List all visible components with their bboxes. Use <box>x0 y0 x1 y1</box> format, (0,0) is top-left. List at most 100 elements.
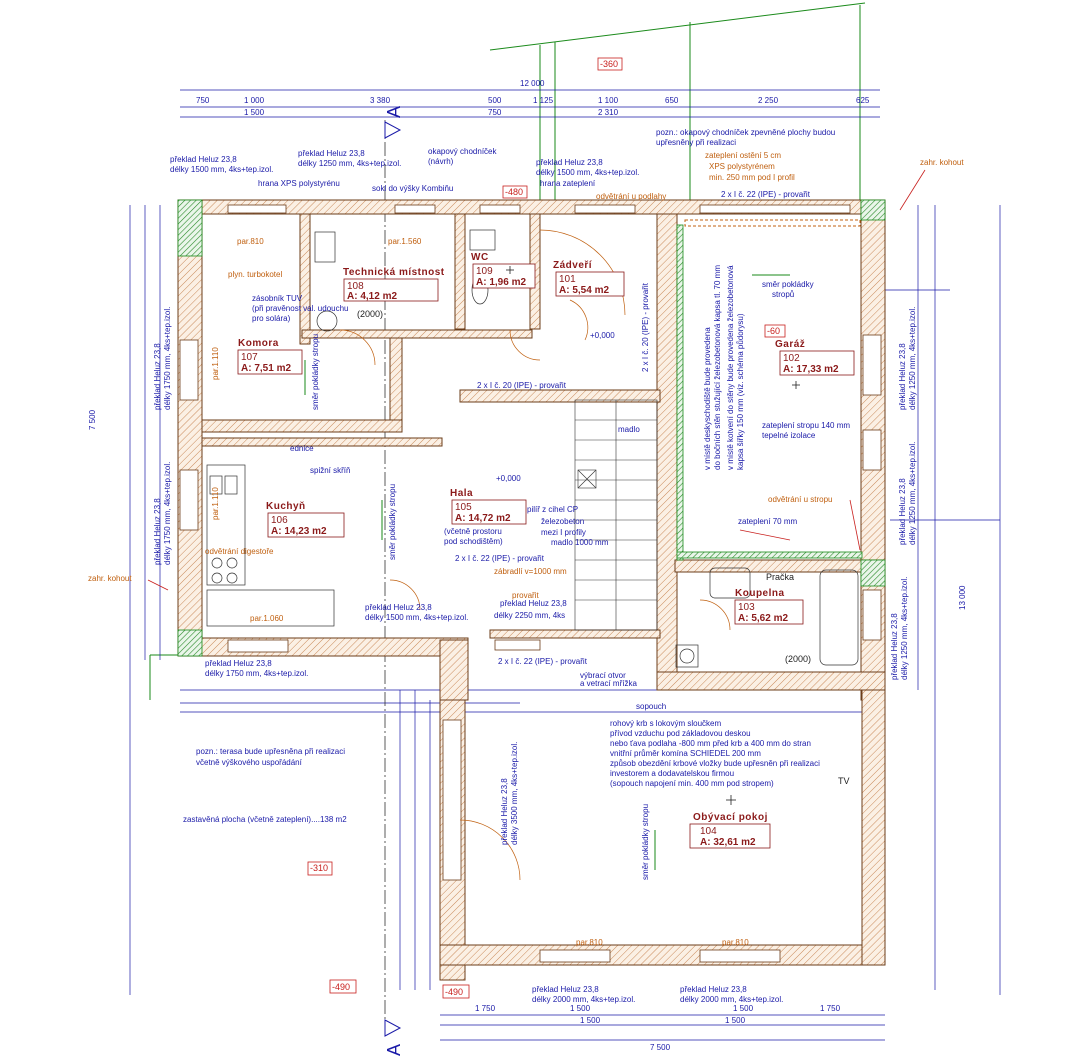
dim-bot-1: 1 750 <box>475 1004 496 1013</box>
note-plyn: plyn. turbokotel <box>228 270 282 279</box>
note-vcetne1: (včetně prostoru <box>444 527 502 536</box>
note-zasobnik2: (při pravěnost val. udouchu <box>252 304 349 313</box>
note-heluz-left1a: překlad Heluz 23,8 <box>153 343 162 410</box>
note-madlo2: madlo 1000 mm <box>551 538 609 547</box>
note-heluz-right3a: překlad Heluz 23,8 <box>890 613 899 680</box>
note-hrana-xps: hrana XPS polystyrénu <box>258 179 340 188</box>
room-area-wc: A: 1,96 m2 <box>476 277 526 288</box>
note-heluz-top3b: délky 1500 mm, 4ks+tep.izol. <box>536 168 639 177</box>
note-pilir2: železobeton <box>541 517 584 526</box>
level-obyvak: -490 <box>445 987 463 997</box>
note-heluz-right1b: délky 1250 mm, 4ks+tep.izol. <box>908 307 917 410</box>
note-zatep-osteni2: XPS polystyrénem <box>709 162 775 171</box>
note-deska2: do bočních stěn stužující železobetonová… <box>713 265 722 470</box>
note-par-1060: par.1.060 <box>250 614 284 623</box>
note-zatep-osteni3: min. 250 mm pod I profil <box>709 173 795 182</box>
dim-bot-r2-1: 1 500 <box>580 1016 601 1025</box>
note-zasobnik1: zásobník TUV <box>252 294 303 303</box>
level-terasa: -490 <box>332 982 350 992</box>
note-terasa1: pozn.: terasa bude upřesněna při realiza… <box>196 747 345 756</box>
dim-top-6: 1 100 <box>598 96 619 105</box>
note-smer-obyvak: směr pokládky stropu <box>641 804 650 880</box>
note-provarit: provařit <box>512 591 539 600</box>
note-zastavena: zastavěná plocha (včetně zateplení)....1… <box>183 815 347 824</box>
note-par-1110: par.1.110 <box>211 347 220 380</box>
note-vcetne2: pod schodištěm) <box>444 537 503 546</box>
annotations: překlad Heluz 23,8 délky 1500 mm, 4ks+te… <box>88 128 964 1004</box>
note-par-810c: par.810 <box>722 938 749 947</box>
room-num-wc: 109 <box>476 266 493 277</box>
dim-top-3: 3 380 <box>370 96 391 105</box>
note-par-810b: par.810 <box>576 938 603 947</box>
direction-arrows <box>304 274 790 870</box>
level-top: -360 <box>600 59 618 69</box>
note-heluz-right1a: překlad Heluz 23,8 <box>898 343 907 410</box>
note-vybraci2: a vetrací mřížka <box>580 679 637 688</box>
note-heluz-right2a: překlad Heluz 23,8 <box>898 478 907 545</box>
windows <box>179 204 882 963</box>
note-par-1110b: par.1.110 <box>211 487 220 520</box>
room-num-koupelna: 103 <box>738 602 755 613</box>
section-markers <box>384 121 402 1037</box>
dim-top-4: 500 <box>488 96 502 105</box>
note-madlo: madlo <box>618 425 640 434</box>
level-zero-1: +0,000 <box>590 331 615 340</box>
note-smer-hala: směr pokládky stropu <box>388 484 397 560</box>
note-deska4: kapsa šířky 150 mm (viz. schéma půdorysu… <box>736 313 745 470</box>
note-vybraci1: výbrací otvor <box>580 671 626 680</box>
room-num-technicka: 108 <box>347 281 364 292</box>
note-zahr-kohout2: zahr. kohout <box>88 574 132 583</box>
note-digestore: odvětrání digestoře <box>205 547 274 556</box>
dim-bot-4: 1 750 <box>820 1004 841 1013</box>
note-spizni: spižní skříň <box>310 466 350 475</box>
dim-left-total: 7 500 <box>88 409 97 430</box>
room-area-garaz: A: 17,33 m2 <box>783 364 839 375</box>
note-heluz-right2b: délky 1250 mm, 4ks+tep.izol. <box>908 442 917 545</box>
note-d2000a: (2000) <box>357 309 383 319</box>
dim-top-2: 1 000 <box>244 96 265 105</box>
dim-top-8: 2 250 <box>758 96 779 105</box>
note-heluz-top1b: délky 1500 mm, 4ks+tep.izol. <box>170 165 273 174</box>
note-heluz-left2b: délky 1750 mm, 4ks+tep.izol. <box>163 462 172 565</box>
note-komin3: nebo ťava podlaha -800 mm před krb a 400… <box>610 739 811 748</box>
door-swings <box>339 229 731 881</box>
dim-top-total: 12 000 <box>520 79 545 88</box>
note-ednice: ednice <box>290 444 314 453</box>
dim-top-7: 650 <box>665 96 679 105</box>
level-garaz: -60 <box>767 326 780 336</box>
note-hrana-zatep: hrana zateplení <box>540 179 596 188</box>
note-ipe22-hala: 2 x I č. 22 (IPE) - provařit <box>455 554 545 563</box>
dim-top-r2-3: 2 310 <box>598 108 619 117</box>
leader-lines <box>147 169 926 591</box>
room-area-technicka: A: 4,12 m2 <box>347 291 397 302</box>
garage-insulation <box>177 199 886 657</box>
note-tv: TV <box>838 776 850 786</box>
note-deska1: v místě deskyschodiště bude provedena <box>703 327 712 470</box>
dim-right-total: 13 000 <box>958 585 967 610</box>
note-pilir3: mezi I profily <box>541 528 586 537</box>
note-zatep-osteni1: zateplení ostění 5 cm <box>705 151 781 160</box>
note-heluz-mid1a: překlad Heluz 23,8 <box>365 603 432 612</box>
room-labels: Technická místnost 108 A: 4,12 m2 WC 109… <box>238 252 839 848</box>
note-odvetrani-stropu: odvětrání u stropu <box>768 495 832 504</box>
note-zatep-stropu1: zateplení stropu 140 mm <box>762 421 850 430</box>
note-heluz-top1a: překlad Heluz 23,8 <box>170 155 237 164</box>
room-name-komora: Komora <box>238 338 279 349</box>
note-heluz-mid1b: délky 1500 mm, 4ks+tep.izol. <box>365 613 468 622</box>
note-sokl: sokl do výšky Kombiňu <box>372 184 453 193</box>
dim-top-1: 750 <box>196 96 210 105</box>
note-pozn-okap2: upřesněny při realizaci <box>656 138 736 147</box>
level-terasa-inner: -310 <box>310 863 328 873</box>
dim-bot-3: 1 500 <box>733 1004 754 1013</box>
note-heluz-kuch-a: překlad Heluz 23,8 <box>205 659 272 668</box>
room-name-wc: WC <box>471 252 489 263</box>
note-navrh: (návrh) <box>428 157 454 166</box>
room-num-zadveri: 101 <box>559 274 576 285</box>
note-heluz-bot2b: délky 2000 mm, 4ks+tep.izol. <box>680 995 783 1004</box>
terrain-lines <box>149 2 866 700</box>
note-ipe22-mid: 2 x I č. 22 (IPE) - provařit <box>498 657 588 666</box>
note-sopouch: sopouch <box>636 702 666 711</box>
room-area-obyvak: A: 32,61 m2 <box>700 837 756 848</box>
level-zero-2: +0,000 <box>496 474 521 483</box>
